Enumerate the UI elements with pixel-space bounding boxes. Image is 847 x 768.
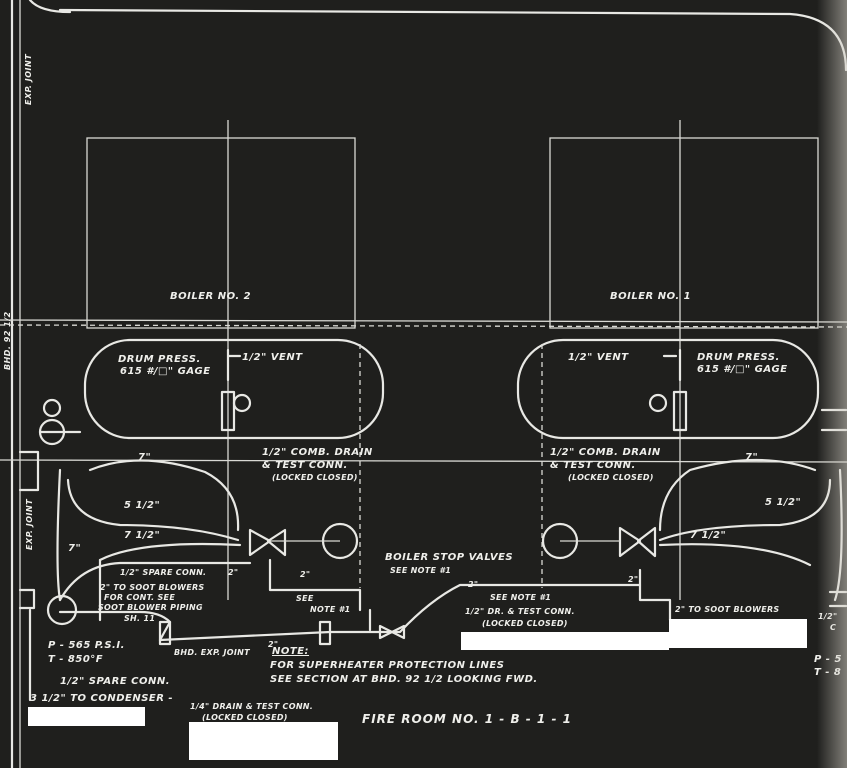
note-heading: NOTE: [272, 646, 310, 657]
spare-conn-label-2: 1/2" SPARE CONN. [120, 568, 207, 577]
size-7-right: 7" [745, 452, 759, 463]
bhd-label: BHD. 92 1/2 [3, 311, 12, 370]
comb-drain-label-1b: & TEST CONN. [550, 460, 636, 471]
pipe-7-right [658, 458, 817, 532]
size-7h-right: 7 1/2" [690, 530, 727, 541]
pipe-5h-right [658, 478, 832, 542]
soot-label-a: 2" TO SOOT BLOWERS [100, 583, 205, 592]
drum-press-label-2: DRUM PRESS. [118, 354, 201, 365]
soot-label-b: FOR CONT. SEE [104, 593, 176, 602]
upper-left-curve [28, 0, 72, 14]
partial-t-right: T - 8 [814, 667, 842, 678]
size-2-right: 2" [628, 575, 639, 584]
to-soot-label: 2" TO SOOT BLOWERS [675, 605, 780, 614]
redaction-box-1 [461, 632, 669, 650]
size-2-left-a: 2" [228, 568, 239, 577]
stop-valves-label-a: BOILER STOP VALVES [385, 552, 514, 563]
exp-joint-lower: EXP. JOINT [25, 498, 34, 550]
size-5h-left: 5 1/2" [124, 500, 161, 511]
stop-valves-label-b: SEE NOTE #1 [390, 566, 452, 575]
dr-test-label-a: 1/2" DR. & TEST CONN. [465, 607, 575, 616]
comb-drain-label-2b: & TEST CONN. [262, 460, 348, 471]
drain-label-b: (LOCKED CLOSED) [202, 713, 288, 722]
size-7-left: 7" [138, 452, 152, 463]
size-7h-left: 7 1/2" [124, 530, 161, 541]
drain-label-a: 1/4" DRAIN & TEST CONN. [190, 702, 314, 711]
temperature-label: T - 850°F [48, 654, 104, 665]
top-main-line [58, 8, 847, 72]
boiler-2-label: BOILER NO. 2 [170, 291, 252, 302]
horizontal-centerline [0, 319, 847, 323]
size-5h-right: 5 1/2" [765, 497, 802, 508]
comb-drain-label-2a: 1/2" COMB. DRAIN [262, 447, 373, 458]
note-line-2: SEE SECTION AT BHD. 92 1/2 LOOKING FWD. [270, 674, 538, 685]
see-note-1-right: SEE NOTE #1 [490, 593, 552, 602]
redaction-box-3 [28, 707, 145, 726]
size-2-left-b: 2" [300, 570, 311, 579]
comb-drain-label-1a: 1/2" COMB. DRAIN [550, 447, 661, 458]
pipe-7h-left [98, 542, 242, 562]
partial-half-right: 1/2" [818, 612, 838, 621]
spare-conn-label: 1/2" SPARE CONN. [60, 676, 171, 687]
comb-drain-label-2c: (LOCKED CLOSED) [272, 473, 358, 482]
to-condenser-label: 3 1/2" TO CONDENSER - [30, 693, 174, 704]
pressure-label: P - 565 P.S.I. [48, 640, 125, 651]
size-2-bottom: 2" [268, 640, 279, 649]
vent-label-2: 1/2" VENT [242, 352, 303, 363]
exp-joint-top: EXP. JOINT [24, 53, 33, 105]
vent-label-1: 1/2" VENT [568, 352, 629, 363]
main-steam-left [58, 561, 252, 602]
drum-gage-label-2: 615 #/□" GAGE [120, 366, 211, 377]
pipe-7-left [88, 459, 240, 532]
pipe-5h-left [66, 478, 240, 542]
cross-connect-main [58, 583, 642, 642]
boiler-1-label: BOILER NO. 1 [610, 291, 692, 302]
drum-gage-label-1: 615 #/□" GAGE [697, 364, 788, 375]
fire-room-title: FIRE ROOM NO. 1 - B - 1 - 1 [362, 712, 572, 726]
boiler-2-drum [83, 338, 385, 440]
bhd-exp-joint-label: BHD. EXP. JOINT [174, 648, 250, 657]
redaction-box-2 [669, 619, 807, 648]
soot-label-d: SH. 11 [124, 614, 156, 623]
size-7-far-left: 7" [68, 543, 82, 554]
size-2-center: 2" [468, 580, 479, 589]
comb-drain-label-1c: (LOCKED CLOSED) [568, 473, 654, 482]
partial-c-right: C [830, 623, 837, 632]
redaction-box-4 [189, 722, 338, 760]
drum-press-label-1: DRUM PRESS. [697, 352, 780, 363]
boiler-2-casing [86, 137, 356, 329]
partial-p-right: P - 5 [814, 654, 842, 665]
see-label: SEE [296, 594, 314, 603]
pipe-7h-right [658, 543, 812, 567]
dr-test-label-b: (LOCKED CLOSED) [482, 619, 568, 628]
note-1-label: NOTE #1 [310, 605, 351, 614]
soot-label-c: SOOT BLOWER PIPING [98, 603, 203, 612]
note-line-1: FOR SUPERHEATER PROTECTION LINES [270, 660, 505, 671]
